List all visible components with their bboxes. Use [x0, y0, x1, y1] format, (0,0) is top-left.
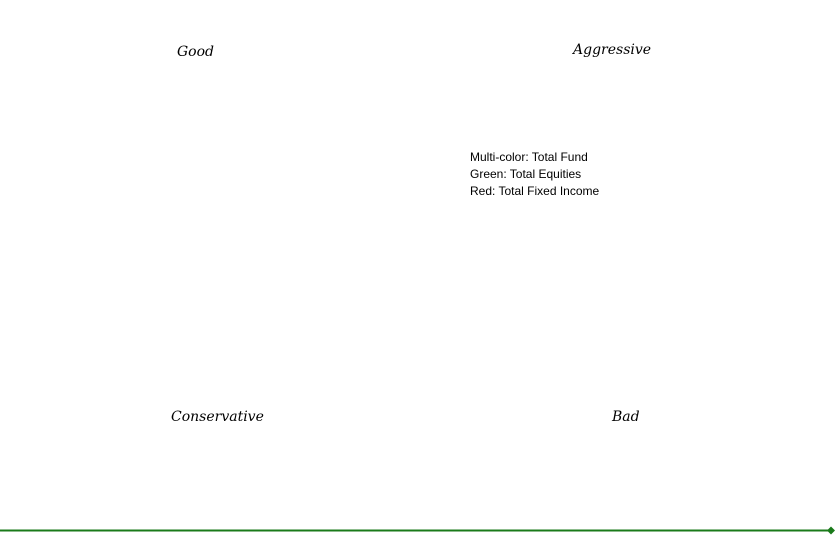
- quadrant-label-bad: Bad: [612, 409, 640, 425]
- legend-entry-total-fund: Multi-color: Total Fund: [470, 150, 588, 164]
- quadrant-label-conservative: Conservative: [171, 409, 264, 425]
- chart-legend: Multi-color: Total Fund Green: Total Equ…: [470, 149, 599, 200]
- legend-entry-total-fixed-income: Red: Total Fixed Income: [470, 184, 600, 198]
- quadrant-label-aggressive: Aggressive: [573, 42, 652, 58]
- legend-entry-total-equities: Green: Total Equities: [470, 167, 582, 181]
- quadrant-label-good: Good: [177, 44, 215, 60]
- x-axis-end-marker: [827, 526, 835, 535]
